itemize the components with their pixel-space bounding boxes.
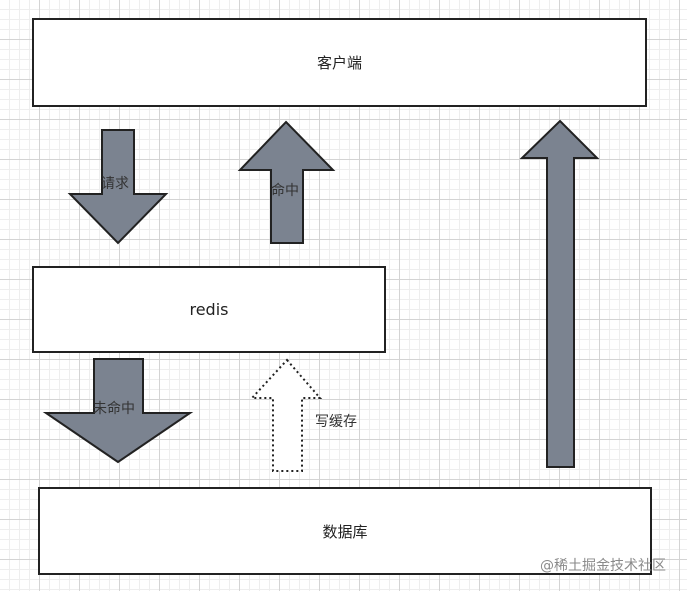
- write-cache-arrow: [249, 358, 323, 472]
- request-label: 请求: [101, 176, 129, 192]
- miss-arrow: [42, 358, 194, 464]
- database-label: 数据库: [322, 522, 368, 541]
- redis-label: redis: [189, 300, 229, 319]
- miss-label: 未命中: [93, 401, 135, 417]
- redis-node: redis: [32, 266, 386, 353]
- hit-arrow: [237, 120, 336, 244]
- watermark: @稀土掘金技术社区: [540, 558, 666, 574]
- database-node: 数据库: [38, 487, 652, 575]
- client-label: 客户端: [316, 54, 362, 72]
- client-node: 客户端: [32, 18, 647, 107]
- request-arrow: [67, 129, 169, 245]
- db-to-client-arrow: [519, 119, 600, 468]
- write-cache-label: 写缓存: [315, 414, 357, 430]
- hit-label: 命中: [271, 183, 299, 199]
